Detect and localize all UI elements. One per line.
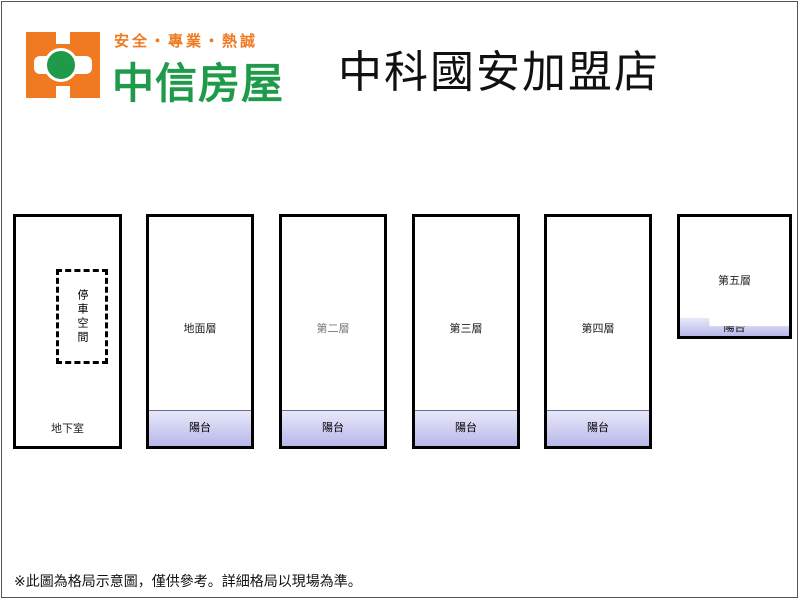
- floor-ground: 地面層 陽台: [146, 214, 254, 449]
- page-title: 中科國安加盟店: [338, 47, 660, 98]
- floor-4: 第四層 陽台: [544, 214, 652, 449]
- floor-3: 第三層 陽台: [412, 214, 520, 449]
- floor-label: 第三層: [449, 322, 483, 335]
- floor-label: 地下室: [51, 422, 84, 435]
- balcony: 陽台: [149, 410, 251, 446]
- floor-5: 第五層 陽台: [677, 214, 792, 339]
- balcony: 陽台: [680, 318, 789, 336]
- floor-label: 第五層: [718, 274, 751, 287]
- logo-brand: 中信房屋: [112, 59, 285, 108]
- floor-2: 第二層 陽台: [279, 214, 387, 449]
- floor-basement: 停車空間 地下室: [13, 214, 122, 449]
- logo-slogan: 安全・專業・熱誠: [114, 32, 259, 50]
- balcony: 陽台: [547, 410, 649, 446]
- parking-space: 停車空間: [56, 269, 108, 364]
- disclaimer-note: ※此圖為格局示意圖，僅供參考。詳細格局以現場為準。: [14, 574, 362, 590]
- floor-label: 第四層: [581, 322, 615, 335]
- balcony: 陽台: [415, 410, 517, 446]
- globe-icon: [44, 48, 78, 82]
- logo-mark-icon: [26, 32, 100, 98]
- company-logo: 安全・專業・熱誠 中信房屋: [26, 32, 306, 108]
- floor-label: 第二層: [316, 322, 350, 335]
- floor-label: 地面層: [183, 322, 217, 335]
- balcony: 陽台: [282, 410, 384, 446]
